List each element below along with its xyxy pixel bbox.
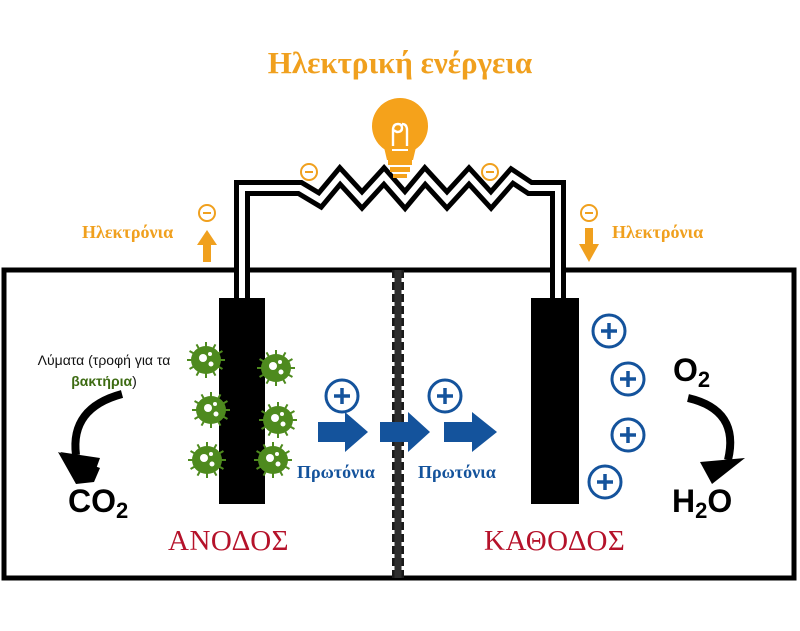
cathode-label: ΚΑΘΟΔΟΣ bbox=[484, 525, 626, 557]
bacteria-group bbox=[187, 342, 297, 478]
co2-formula: CO2 bbox=[68, 483, 128, 524]
transit-protons bbox=[324, 378, 463, 414]
o2-sub: 2 bbox=[697, 367, 711, 392]
bacterium-icon bbox=[257, 350, 295, 386]
wastewater-food-label: Λύματα (τροφή για τα βακτήρια) bbox=[14, 350, 194, 392]
anode-label: ΑΝΟΔΟΣ bbox=[168, 525, 290, 557]
electron-up-arrow bbox=[197, 230, 217, 262]
o2-formula: O2 bbox=[673, 352, 710, 393]
electric-energy-title: Ηλεκτρική ενέργεια bbox=[267, 45, 533, 80]
food-line-2: βακτήρια) bbox=[14, 371, 194, 392]
bacterium-icon bbox=[187, 342, 225, 378]
plus-circle-icon bbox=[610, 417, 646, 453]
proton-arrow bbox=[444, 412, 497, 452]
minus-circle-icon bbox=[198, 204, 216, 222]
food-close-paren: ) bbox=[132, 373, 137, 389]
minus-circle-icon bbox=[580, 204, 598, 222]
plus-circle-icon bbox=[324, 378, 360, 414]
plus-circle-icon bbox=[587, 464, 623, 500]
minus-circle-icon bbox=[300, 163, 318, 181]
bacterium-icon bbox=[188, 442, 226, 478]
plus-circle-icon bbox=[427, 378, 463, 414]
protons-label-2: Πρωτόνια bbox=[418, 462, 496, 482]
light-bulb-icon bbox=[372, 98, 428, 178]
h2o-pre: H bbox=[672, 483, 696, 519]
bacterium-icon bbox=[254, 442, 292, 478]
co2-sub: 2 bbox=[116, 498, 129, 523]
plus-circle-icon bbox=[610, 361, 646, 397]
h2o-post: O bbox=[707, 483, 733, 519]
bacterium-icon bbox=[259, 402, 297, 438]
plus-circle-icon bbox=[591, 313, 627, 349]
electrons-label-left: Ηλεκτρόνια bbox=[82, 222, 174, 242]
bacterium-icon bbox=[192, 392, 230, 428]
protons-label-1: Πρωτόνια bbox=[297, 462, 375, 482]
cathode-electrode bbox=[531, 298, 579, 504]
minus-circle-icon bbox=[481, 163, 499, 181]
electron-down-arrow bbox=[579, 228, 599, 262]
o2-base: O bbox=[673, 352, 698, 388]
electrons-label-right: Ηλεκτρόνια bbox=[612, 222, 704, 242]
external-circuit-wire bbox=[234, 163, 566, 302]
co2-base: CO bbox=[68, 483, 116, 519]
proton-arrow bbox=[318, 412, 368, 452]
bacteria-word: βακτήρια bbox=[71, 373, 133, 389]
food-to-co2-curved-arrow bbox=[58, 390, 124, 484]
h2o-sub: 2 bbox=[695, 498, 708, 523]
food-line-1: Λύματα (τροφή για τα bbox=[37, 352, 171, 368]
proton-arrow bbox=[380, 412, 430, 452]
cathode-protons bbox=[587, 313, 646, 500]
o2-to-h2o-curved-arrow bbox=[687, 394, 745, 484]
h2o-formula: H2O bbox=[672, 483, 732, 524]
